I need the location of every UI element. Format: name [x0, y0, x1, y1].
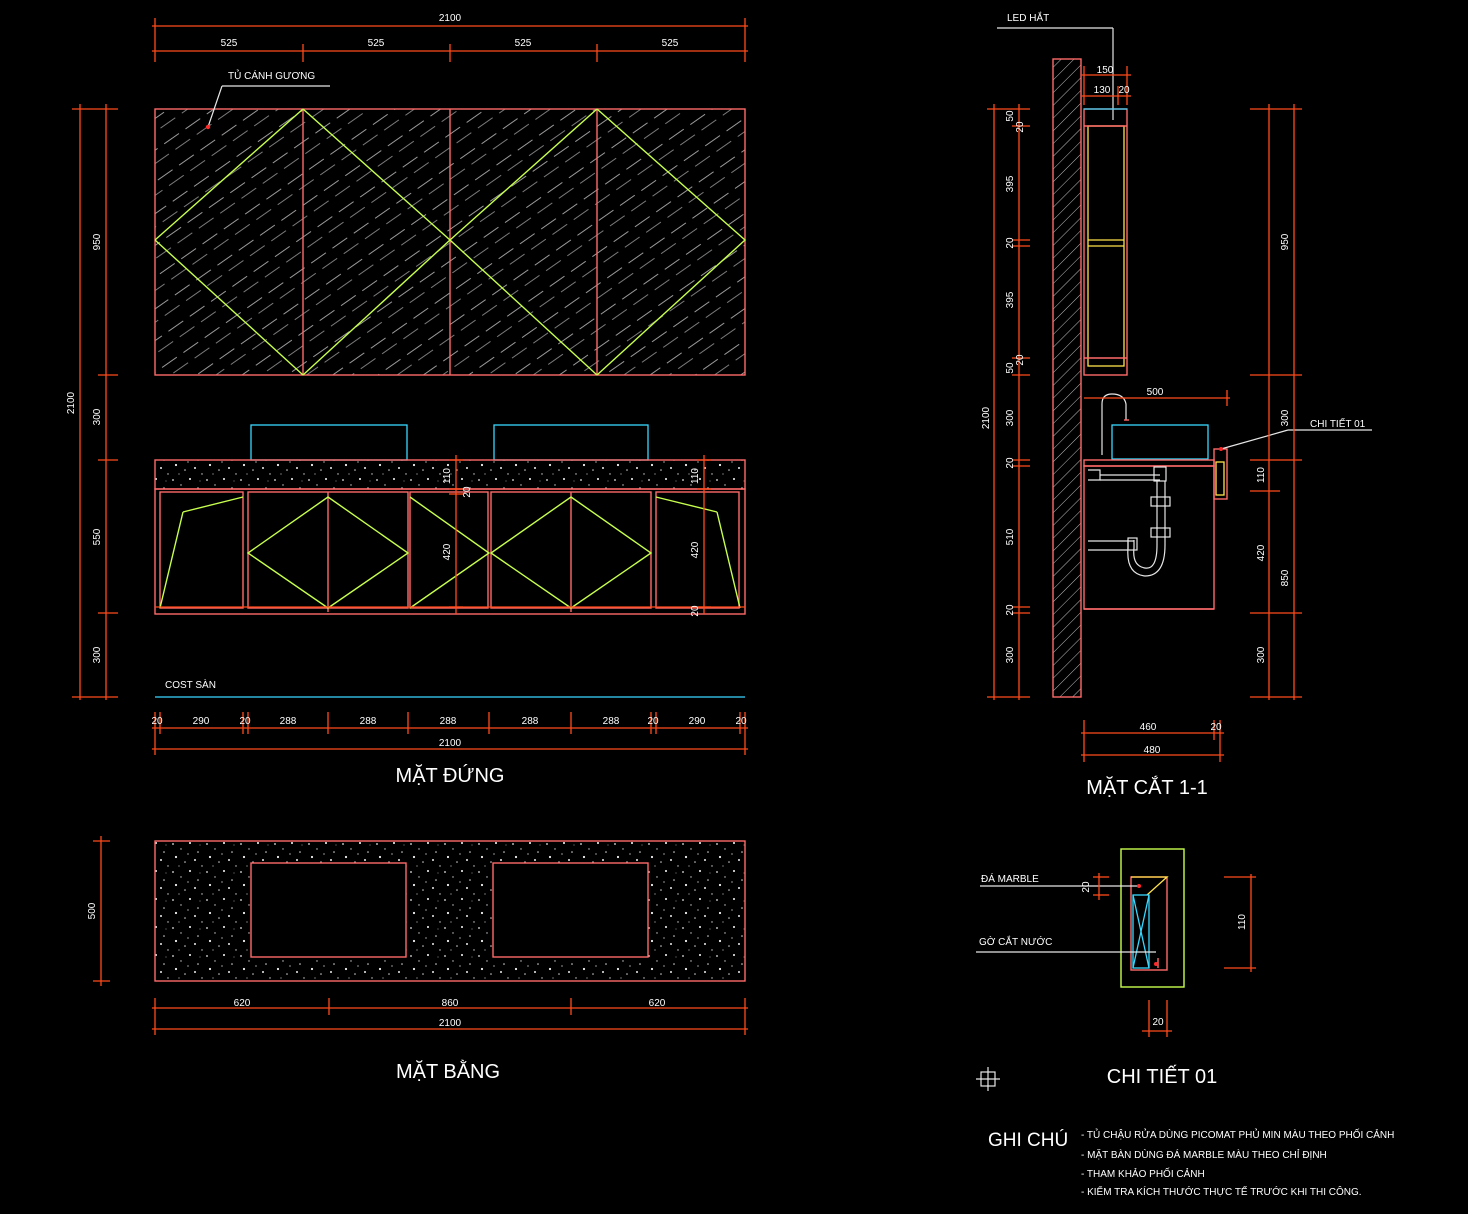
- elevation-top-dimensions: 2100 525 525 525 525: [152, 13, 748, 62]
- basin-right: [493, 424, 649, 461]
- bottom-dim-9: 20: [647, 716, 659, 727]
- elevation-bottom-dimensions: 20 290 20 288 288 288 288 288 20 290 20 …: [151, 712, 748, 755]
- note-line-4: - KIỂM TRA KÍCH THƯỚC THỰC TẾ TRƯỚC KHI …: [1081, 1185, 1362, 1198]
- section-basin: [1111, 424, 1209, 460]
- section-right-dim-300a: 300: [1280, 409, 1291, 426]
- section-right-dimensions: 950 300 110 420 850 300: [1250, 104, 1302, 700]
- bottom-dim-3: 20: [239, 716, 251, 727]
- counter-dim-420: 420: [442, 543, 453, 560]
- section-left-dim-20d: 20: [1005, 457, 1016, 469]
- bottom-dim-2: 290: [193, 716, 210, 727]
- section-left-dim-50a: 50: [1005, 110, 1016, 122]
- mirror-cabinet-label: TỦ CÁNH GƯƠNG: [228, 69, 315, 82]
- section-right-dim-950: 950: [1280, 233, 1291, 250]
- plan-title: MẶT BẰNG: [396, 1059, 500, 1083]
- top-dim-2: 525: [368, 38, 385, 49]
- section-bottom-480: 480: [1144, 745, 1161, 756]
- section-title: MẶT CẮT 1-1: [1086, 775, 1208, 799]
- plan-depth-dim: 500: [87, 902, 98, 919]
- note-line-2: - MẶT BÀN DÙNG ĐÁ MARBLE MÀU THEO CHỈ ĐỊ…: [1081, 1148, 1327, 1161]
- section-bottom-460: 460: [1140, 722, 1157, 733]
- counter-dim-420-right: 420: [690, 541, 701, 558]
- note-line-1: - TỦ CHẬU RỬA DÙNG PICOMAT PHỦ MIN MÀU T…: [1081, 1127, 1394, 1141]
- plan-dim-620a: 620: [234, 998, 251, 1009]
- water-stop-label: GỜ CẮT NƯỚC: [979, 935, 1052, 948]
- counter-dim-110: 110: [442, 468, 453, 484]
- counter-dimensions: 110 20 420 110 420 20: [442, 455, 711, 617]
- detail-view: ĐÁ MARBLE GỜ CẮT NƯỚC 20 110 20 CHI TIẾT…: [976, 848, 1256, 1091]
- detail-dim-110: 110: [1237, 914, 1248, 930]
- detail-dim-20-top: 20: [1081, 881, 1092, 893]
- section-left-dim-20b: 20: [1005, 237, 1016, 249]
- top-total-dim: 2100: [439, 13, 462, 24]
- top-dim-3: 525: [515, 38, 532, 49]
- bottom-dim-1: 20: [151, 716, 163, 727]
- elevation-left-dimensions: 2100 950 300 550 300: [66, 104, 118, 700]
- plan-total-dim: 2100: [439, 1018, 462, 1029]
- plan-basin-left: [250, 862, 407, 958]
- section-left-dim-20e: 20: [1005, 604, 1016, 616]
- section-dim-150: 150: [1097, 65, 1114, 76]
- section-left-dim-395a: 395: [1005, 175, 1016, 192]
- section-left-dim-300a: 300: [1005, 409, 1016, 426]
- plumbing: [1088, 466, 1171, 577]
- section-right-dim-420: 420: [1256, 544, 1267, 561]
- notes: GHI CHÚ - TỦ CHẬU RỬA DÙNG PICOMAT PHỦ M…: [988, 1127, 1394, 1198]
- section-right-dim-300b: 300: [1256, 646, 1267, 663]
- section-right-dim-850: 850: [1280, 569, 1291, 586]
- notes-heading: GHI CHÚ: [988, 1129, 1068, 1151]
- elevation-view: 2100 525 525 525 525 TỦ CÁNH GƯƠNG: [66, 13, 748, 787]
- bottom-dim-6: 288: [440, 716, 457, 727]
- left-dim-550: 550: [92, 528, 103, 545]
- left-total-dim: 2100: [66, 391, 77, 414]
- section-right-dim-110: 110: [1256, 467, 1267, 483]
- counter-dim-110-right: 110: [690, 468, 701, 484]
- section-basin-width: 500: [1147, 387, 1164, 398]
- counter-dim-20-right: 20: [690, 605, 701, 617]
- section-left-dim-300b: 300: [1005, 646, 1016, 663]
- counter-dim-20: 20: [462, 486, 473, 498]
- section-bottom-20: 20: [1210, 722, 1222, 733]
- section-dim-130: 130: [1094, 85, 1111, 96]
- bottom-total-dim: 2100: [439, 738, 462, 749]
- left-dim-300a: 300: [92, 408, 103, 425]
- led-label: LED HẮT: [1007, 11, 1049, 24]
- crosshair-icon: [976, 1067, 1000, 1091]
- section-view: LED HẮT 150 130 20 CHI TIẾT 01: [981, 11, 1372, 799]
- left-dim-950: 950: [92, 233, 103, 250]
- bottom-dim-8: 288: [603, 716, 620, 727]
- section-left-dim-510: 510: [1005, 528, 1016, 545]
- bottom-dim-5: 288: [360, 716, 377, 727]
- section-left-dim-50b: 50: [1005, 362, 1016, 374]
- section-left-dim-20c: 20: [1015, 354, 1026, 366]
- section-left-dim-20a: 20: [1015, 121, 1026, 133]
- left-dim-300b: 300: [92, 646, 103, 663]
- bottom-dim-11: 20: [735, 716, 747, 727]
- section-dim-20: 20: [1118, 85, 1130, 96]
- marble-label: ĐÁ MARBLE: [981, 872, 1039, 885]
- plan-dim-620b: 620: [649, 998, 666, 1009]
- plan-view: 500 620 860 620 2100 MẶT BẰNG: [87, 836, 748, 1083]
- plan-basin-right: [492, 862, 649, 958]
- countertop-marble: [155, 460, 745, 489]
- note-line-3: - THAM KHẢO PHỐI CẢNH: [1081, 1166, 1205, 1180]
- wall-hatch: [1053, 59, 1081, 697]
- detail-dim-20-bottom: 20: [1152, 1017, 1164, 1028]
- bottom-dim-4: 288: [280, 716, 297, 727]
- section-left-dimensions: 2100 50 20 395 20 395 20 50 300 20 510 2…: [981, 104, 1030, 700]
- section-left-total: 2100: [981, 406, 992, 429]
- bottom-dim-10: 290: [689, 716, 706, 727]
- detail-title: CHI TIẾT 01: [1107, 1065, 1217, 1088]
- mirror-cabinet: TỦ CÁNH GƯƠNG: [154, 69, 747, 376]
- floor-label: COST SÀN: [165, 678, 216, 691]
- plan-dim-860: 860: [442, 998, 459, 1009]
- top-dim-4: 525: [662, 38, 679, 49]
- elevation-title: MẶT ĐỨNG: [396, 764, 505, 787]
- top-dim-1: 525: [221, 38, 238, 49]
- basin-left: [250, 424, 408, 461]
- bottom-dim-7: 288: [522, 716, 539, 727]
- section-left-dim-395b: 395: [1005, 291, 1016, 308]
- section-detail-ref: CHI TIẾT 01: [1310, 417, 1366, 430]
